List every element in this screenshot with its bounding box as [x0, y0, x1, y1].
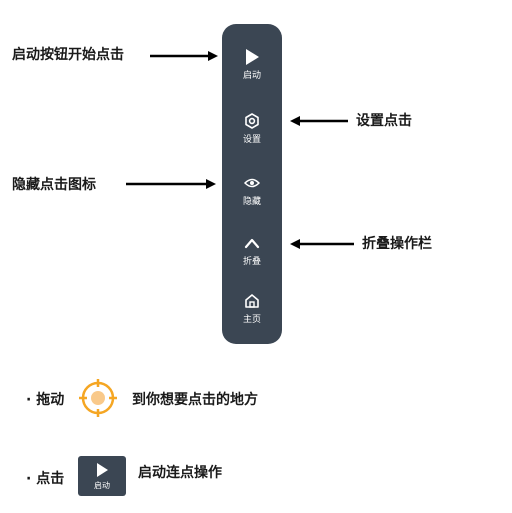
gear-icon — [222, 110, 282, 132]
toolbar-collapse-label: 折叠 — [242, 257, 261, 267]
eye-icon — [222, 172, 282, 194]
start-tile-label: 启动 — [94, 481, 110, 490]
instruction-click-prefix: · 点击 — [26, 471, 65, 487]
toolbar-start-button[interactable]: 启动 — [222, 44, 282, 94]
annotation-collapse: 折叠操作栏 — [362, 236, 432, 252]
arrow-left-icon — [290, 239, 354, 249]
toolbar-collapse-button[interactable]: 折叠 — [222, 230, 282, 280]
toolbar-settings-button[interactable]: 设置 — [222, 108, 282, 158]
toolbar-start-label: 启动 — [242, 71, 261, 81]
arrow-right-icon — [150, 51, 218, 61]
start-tile-button[interactable]: 启动 — [78, 456, 126, 496]
toolbar-home-label: 主页 — [242, 315, 261, 325]
instruction-click-suffix: 启动连点操作 — [138, 465, 222, 481]
toolbar-settings-label: 设置 — [242, 135, 261, 145]
chevron-up-icon — [222, 232, 282, 254]
annotation-settings: 设置点击 — [356, 113, 412, 129]
play-icon — [222, 46, 282, 68]
home-icon — [222, 290, 282, 312]
play-icon — [78, 461, 126, 479]
crosshair-target-icon[interactable] — [78, 378, 118, 418]
annotation-hide: 隐藏点击图标 — [12, 177, 96, 193]
instruction-drag-prefix: · 拖动 — [26, 392, 65, 408]
arrow-right-icon — [126, 179, 216, 189]
toolbar-hide-button[interactable]: 隐藏 — [222, 170, 282, 220]
instruction-drag-suffix: 到你想要点击的地方 — [132, 392, 258, 408]
floating-toolbar: 启动 设置 隐藏 折叠 — [222, 24, 282, 344]
toolbar-hide-label: 隐藏 — [242, 197, 261, 207]
toolbar-home-button[interactable]: 主页 — [222, 288, 282, 338]
annotation-start: 启动按钮开始点击 — [12, 47, 124, 63]
arrow-left-icon — [290, 116, 348, 126]
